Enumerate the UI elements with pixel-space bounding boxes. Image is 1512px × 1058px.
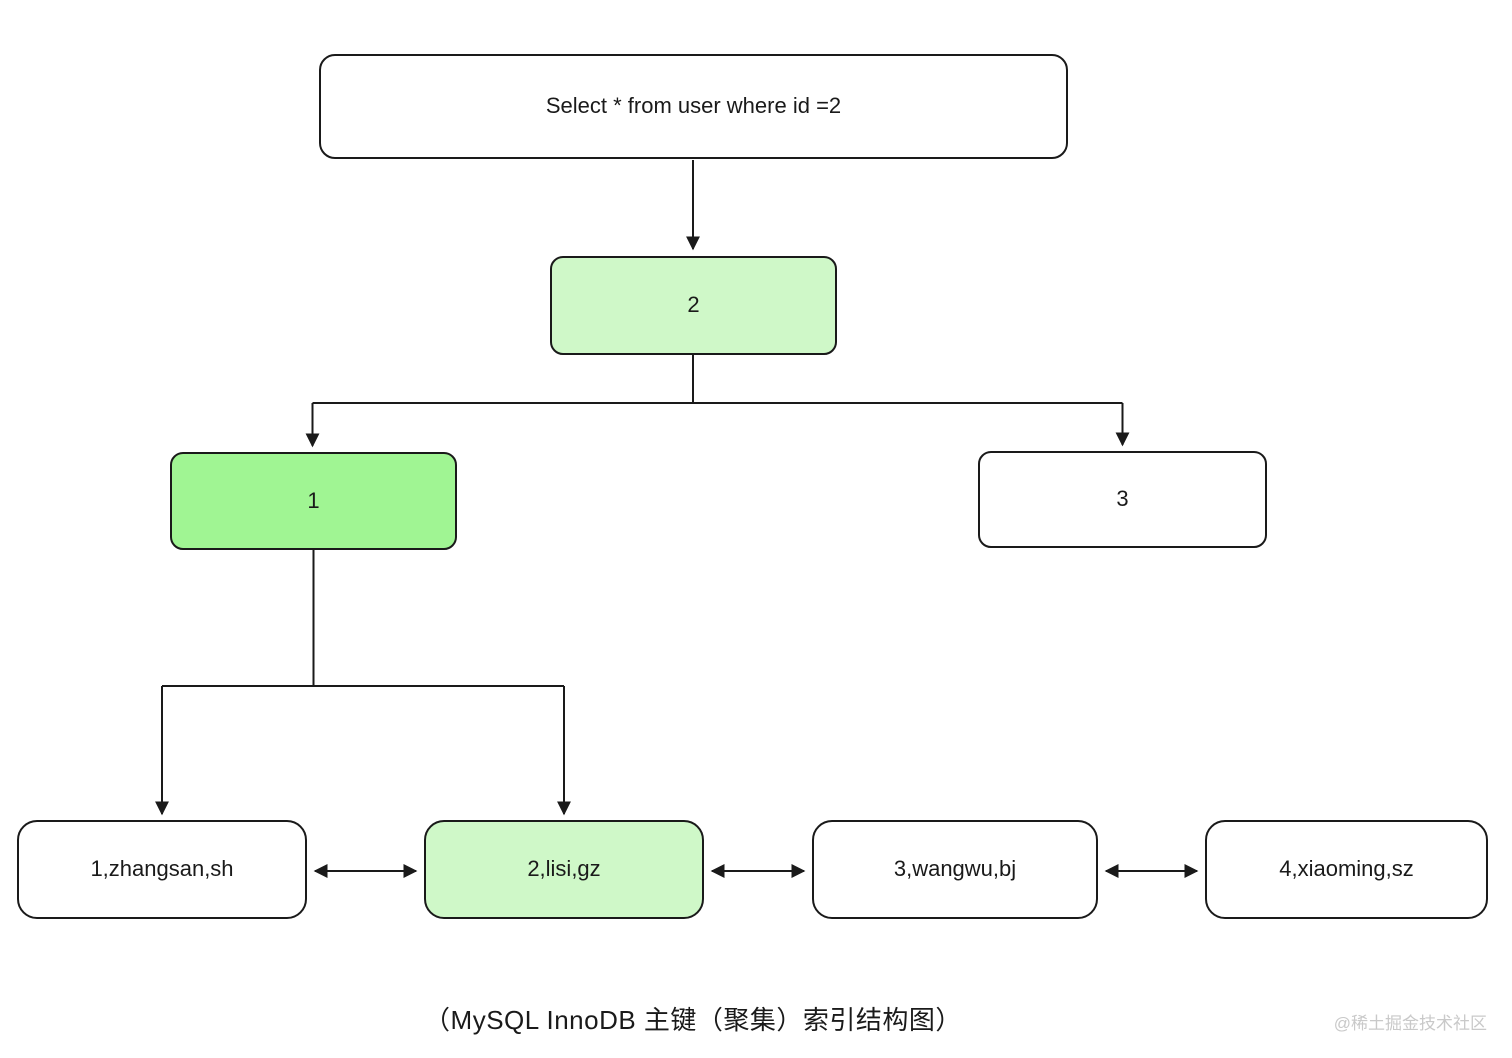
leaf-node-row-3-label: 3,wangwu,bj (893, 856, 1017, 882)
index-node-left-label: 1 (307, 487, 320, 513)
index-node-root: 2 (550, 256, 837, 355)
index-node-root-label: 2 (687, 292, 700, 318)
index-node-right-label: 3 (1116, 486, 1129, 512)
leaf-node-row-2: 2,lisi,gz (424, 820, 704, 919)
leaf-node-row-2-label: 2,lisi,gz (527, 856, 601, 882)
leaf-node-row-4: 4,xiaoming,sz (1205, 820, 1488, 919)
leaf-node-row-4-label: 4,xiaoming,sz (1279, 856, 1414, 882)
index-node-right: 3 (978, 451, 1267, 548)
index-node-left: 1 (170, 452, 457, 550)
leaf-node-row-3: 3,wangwu,bj (812, 820, 1098, 919)
diagram-caption: （MySQL InnoDB 主键（聚集）索引结构图） (424, 1005, 962, 1035)
leaf-node-row-1: 1,zhangsan,sh (17, 820, 307, 919)
sql-query-text: Select * from user where id =2 (545, 93, 842, 119)
watermark-text: @稀土掘金技术社区 (1333, 1014, 1487, 1033)
leaf-node-row-1-label: 1,zhangsan,sh (90, 856, 234, 882)
sql-query-box: Select * from user where id =2 (319, 54, 1068, 159)
